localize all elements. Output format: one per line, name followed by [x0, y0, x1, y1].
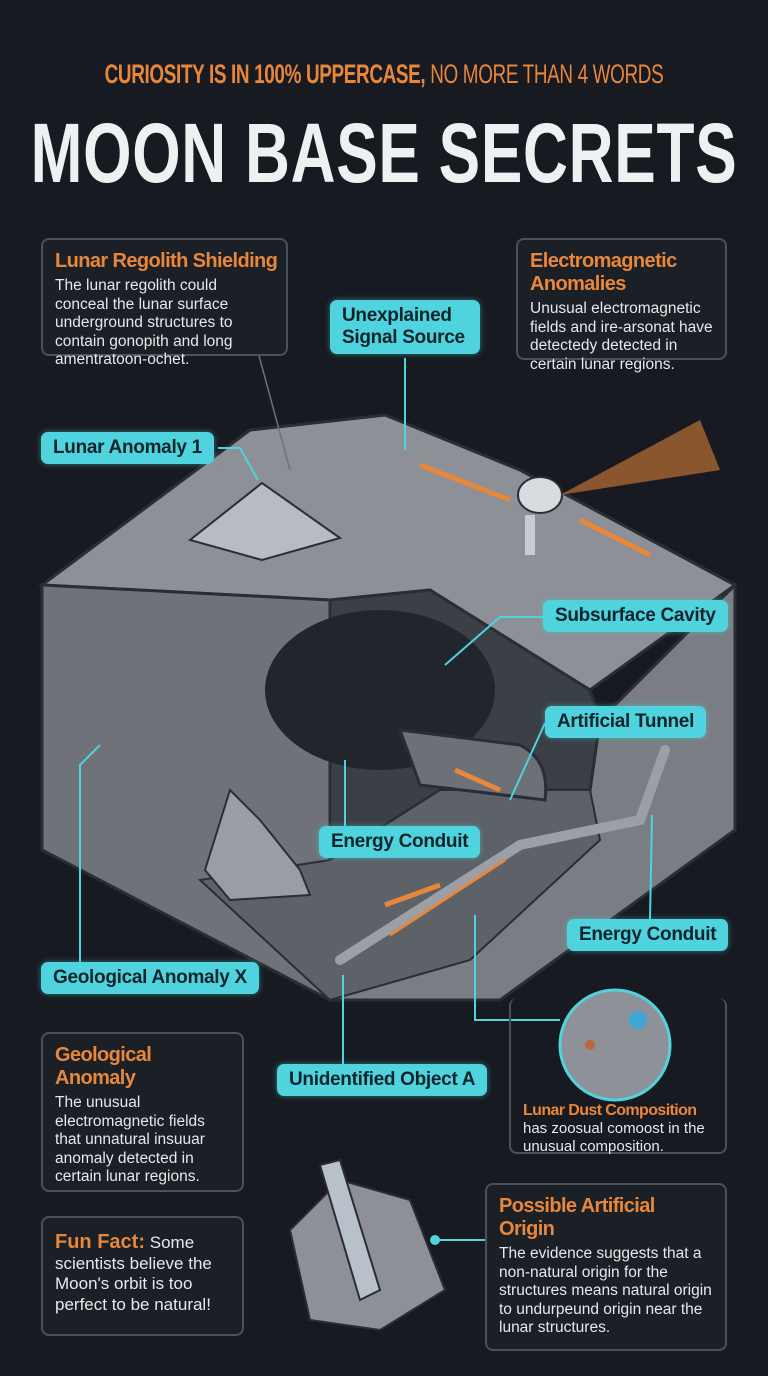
info-box-fun-fact: Fun Fact: Some scientists believe the Mo… [41, 1216, 244, 1336]
info-box-regolith: Lunar Regolith Shielding The lunar regol… [41, 238, 288, 368]
leader-lines [79, 358, 653, 1241]
label-lunar-anomaly-1: Lunar Anomaly 1 [41, 432, 214, 464]
info-box-title: Electromagnetic Anomalies [530, 250, 677, 295]
subtitle-thin: NO MORE THAN 4 WORDS [430, 59, 664, 89]
flow-arrows [384, 462, 652, 908]
info-box-body: Unusual electromagnetic fields and ire-a… [530, 300, 713, 373]
artificial-tunnel [397, 728, 548, 802]
satellite-dish [517, 420, 720, 555]
info-box-body: The unusual electromagnetic fields that … [55, 1094, 205, 1186]
energy-conduit-pipe [335, 745, 670, 965]
rock-formation [203, 788, 312, 902]
pyramid [187, 481, 343, 562]
info-box-dust: Lunar Dust Composition has zoosual comoo… [509, 998, 727, 1156]
info-box-body: has zoosual comoost in the unusual compo… [523, 1120, 705, 1156]
subtitle-bold: CURIOSITY IS IN 100% UPPERCASE, [104, 59, 426, 89]
info-box-title: Lunar Regolith Shielding [55, 250, 278, 272]
monolith [318, 1158, 382, 1302]
info-box-electromagnetic: Electromagnetic Anomalies Unusual electr… [516, 238, 727, 373]
label-subsurface-cavity: Subsurface Cavity [543, 600, 728, 632]
fun-fact-title: Fun Fact: [55, 1231, 145, 1253]
label-geological-anomaly-x: Geological Anomaly X [41, 962, 259, 994]
page-title: MOON BASE SECRETS [30, 106, 738, 200]
label-signal-source: Unexplained Signal Source [330, 300, 480, 354]
info-box-geological: Geological Anomaly The unusual electroma… [41, 1032, 244, 1192]
fun-fact-body: Some scientists believe the Moon's orbit… [55, 1233, 212, 1314]
info-box-title: Lunar Dust Composition [523, 1102, 697, 1119]
label-unidentified-object-a: Unidentified Object A [277, 1064, 488, 1096]
info-box-title: Geological Anomaly [55, 1044, 152, 1089]
cavity [265, 610, 495, 770]
label-artificial-tunnel: Artificial Tunnel [545, 706, 707, 738]
label-energy-conduit-right: Energy Conduit [567, 919, 729, 951]
info-box-origin: Possible Artificial Origin The evidence … [485, 1183, 727, 1351]
info-box-title: Possible Artificial Origin [499, 1195, 655, 1240]
label-energy-conduit-center: Energy Conduit [319, 826, 481, 858]
info-box-body: The lunar regolith could conceal the lun… [55, 277, 233, 369]
info-box-body: The evidence suggests that a non-natural… [499, 1245, 712, 1337]
subtitle: CURIOSITY IS IN 100% UPPERCASE, NO MORE … [105, 58, 664, 90]
